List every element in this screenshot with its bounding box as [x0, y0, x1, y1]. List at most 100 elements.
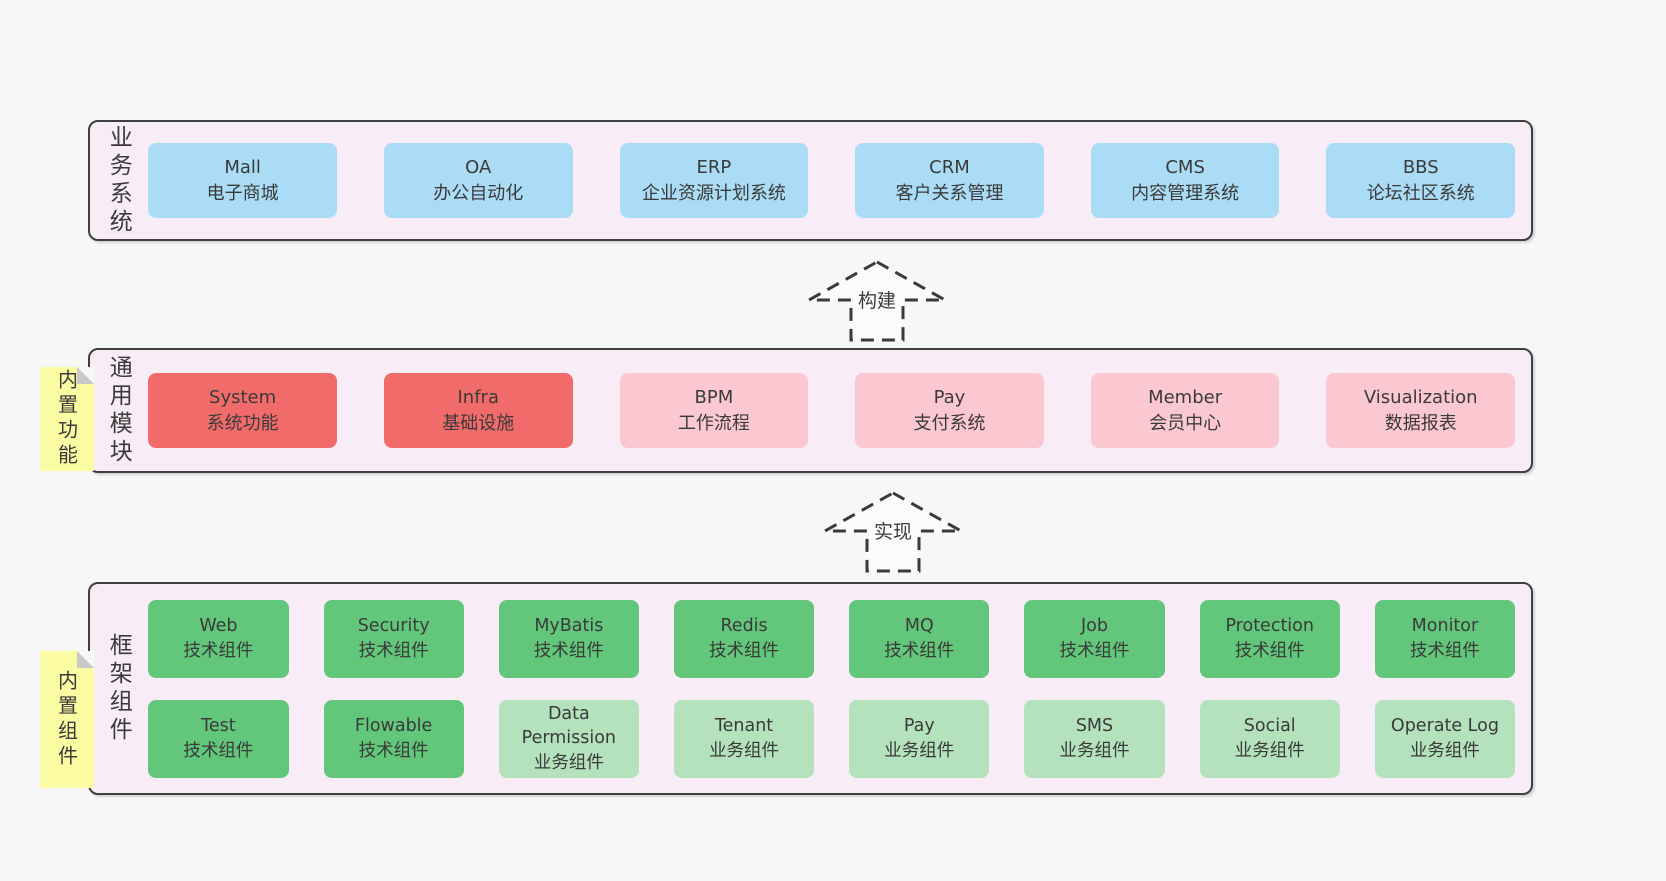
node-subtitle: 技术组件 [1409, 640, 1480, 661]
node-subtitle: 技术组件 [1234, 640, 1305, 661]
build-arrow-icon: 构建 [807, 260, 947, 342]
node-redis: Redis 技术组件 [673, 599, 815, 678]
node-subtitle: 业务组件 [1059, 740, 1130, 761]
folded-corner-icon [77, 651, 94, 668]
node-title: Infra [457, 386, 499, 408]
node-protection: Protection 技术组件 [1199, 599, 1340, 678]
node-title: CMS [1165, 156, 1205, 178]
node-crm: CRM 客户关系管理 [855, 143, 1044, 218]
node-title: Flowable [354, 716, 433, 737]
node-subtitle: 技术组件 [358, 740, 429, 761]
node-subtitle: 技术组件 [183, 740, 254, 761]
node-title: Operate Log [1390, 716, 1499, 737]
node-erp: ERP 企业资源计划系统 [619, 143, 809, 218]
node-title: Monitor [1411, 616, 1479, 637]
node-title: Member [1148, 386, 1223, 408]
node-title: Test [201, 716, 236, 737]
node-bbs: BBS 论坛社区系统 [1326, 143, 1516, 218]
node-pay-component: Pay 业务组件 [849, 699, 990, 778]
implement-arrow-icon: 实现 [823, 491, 963, 573]
node-infra: Infra 基础设施 [383, 373, 573, 448]
node-subtitle: 业务组件 [533, 752, 604, 773]
node-tenant: Tenant 业务组件 [673, 699, 815, 778]
node-bpm: BPM 工作流程 [619, 373, 809, 448]
node-oa: OA 办公自动化 [383, 143, 573, 218]
node-subtitle: 业务组件 [884, 740, 955, 761]
node-subtitle: 客户关系管理 [895, 182, 1004, 204]
node-subtitle: 技术组件 [709, 640, 780, 661]
sticky-note-text: 内置功能 [54, 369, 79, 469]
implement-arrow-label: 实现 [870, 517, 916, 544]
common-modules-layer: 通用模块 System 系统功能 Infra 基础设施 BPM 工作流程 Pay… [88, 348, 1533, 473]
node-subtitle: 会员中心 [1149, 412, 1222, 434]
node-title: Data Permission [521, 704, 617, 749]
node-subtitle: 技术组件 [1059, 640, 1130, 661]
node-title: Tenant [714, 716, 774, 737]
node-subtitle: 技术组件 [533, 640, 604, 661]
node-title: Web [199, 616, 238, 637]
node-subtitle: 技术组件 [358, 640, 429, 661]
node-title: OA [465, 156, 492, 178]
components-row-1: Web 技术组件 Security 技术组件 MyBatis 技术组件 Redi… [148, 599, 1516, 678]
node-flowable: Flowable 技术组件 [323, 699, 464, 778]
node-subtitle: 业务组件 [1234, 740, 1305, 761]
sticky-note-text: 内置组件 [54, 669, 79, 770]
node-data-permission: Data Permission 业务组件 [498, 699, 639, 778]
node-subtitle: 业务组件 [1409, 740, 1480, 761]
node-operate-log: Operate Log 业务组件 [1374, 699, 1516, 778]
business-layer-label: 业务系统 [105, 124, 132, 237]
node-member: Member 会员中心 [1090, 373, 1280, 448]
node-subtitle: 业务组件 [709, 740, 780, 761]
node-cms: CMS 内容管理系统 [1090, 143, 1280, 218]
framework-components-layer: 框架组件 Web 技术组件 Security 技术组件 MyBatis 技术组件… [88, 582, 1533, 795]
components-rows: Web 技术组件 Security 技术组件 MyBatis 技术组件 Redi… [148, 599, 1516, 778]
node-title: Pay [903, 716, 935, 737]
node-title: Visualization [1363, 386, 1478, 408]
node-sms: SMS 业务组件 [1024, 699, 1165, 778]
node-subtitle: 电子商城 [206, 182, 279, 204]
node-pay-system: Pay 支付系统 [855, 373, 1044, 448]
build-arrow-label: 构建 [854, 286, 900, 313]
node-web: Web 技术组件 [148, 599, 289, 678]
node-subtitle: 系统功能 [206, 412, 279, 434]
node-subtitle: 办公自动化 [433, 182, 524, 204]
node-title: CRM [929, 156, 970, 178]
node-title: Protection [1225, 616, 1314, 637]
node-title: Social [1243, 716, 1296, 737]
node-title: SMS [1075, 716, 1114, 737]
node-subtitle: 企业资源计划系统 [641, 182, 786, 204]
node-subtitle: 内容管理系统 [1131, 182, 1240, 204]
node-mq: MQ 技术组件 [849, 599, 990, 678]
node-title: Job [1081, 616, 1108, 637]
node-title: Mall [224, 156, 261, 178]
node-title: MyBatis [534, 616, 604, 637]
node-subtitle: 工作流程 [677, 412, 750, 434]
builtin-components-sticky-note: 内置组件 [40, 651, 94, 788]
node-system: System 系统功能 [148, 373, 337, 448]
node-title: BPM [694, 386, 734, 408]
node-social: Social 业务组件 [1199, 699, 1340, 778]
node-subtitle: 支付系统 [913, 412, 986, 434]
node-monitor: Monitor 技术组件 [1374, 599, 1516, 678]
node-title: MQ [904, 616, 934, 637]
node-security: Security 技术组件 [323, 599, 464, 678]
business-systems-layer: 业务系统 Mall 电子商城 OA 办公自动化 ERP 企业资源计划系统 CRM… [88, 120, 1533, 241]
folded-corner-icon [77, 367, 94, 384]
node-subtitle: 基础设施 [442, 412, 515, 434]
components-layer-label: 框架组件 [105, 632, 132, 745]
builtin-features-sticky-note: 内置功能 [40, 367, 94, 471]
node-title: ERP [696, 156, 732, 178]
node-visualization: Visualization 数据报表 [1326, 373, 1516, 448]
node-mall: Mall 电子商城 [148, 143, 337, 218]
node-subtitle: 技术组件 [183, 640, 254, 661]
node-title: Pay [933, 386, 966, 408]
node-test: Test 技术组件 [148, 699, 289, 778]
node-title: Security [357, 616, 430, 637]
business-boxes-row: Mall 电子商城 OA 办公自动化 ERP 企业资源计划系统 CRM 客户关系… [148, 143, 1516, 218]
node-subtitle: 论坛社区系统 [1366, 182, 1475, 204]
modules-boxes-row: System 系统功能 Infra 基础设施 BPM 工作流程 Pay 支付系统… [148, 373, 1516, 448]
node-title: Redis [720, 616, 768, 637]
node-title: System [209, 386, 277, 408]
node-mybatis: MyBatis 技术组件 [498, 599, 639, 678]
modules-layer-label: 通用模块 [105, 354, 132, 467]
